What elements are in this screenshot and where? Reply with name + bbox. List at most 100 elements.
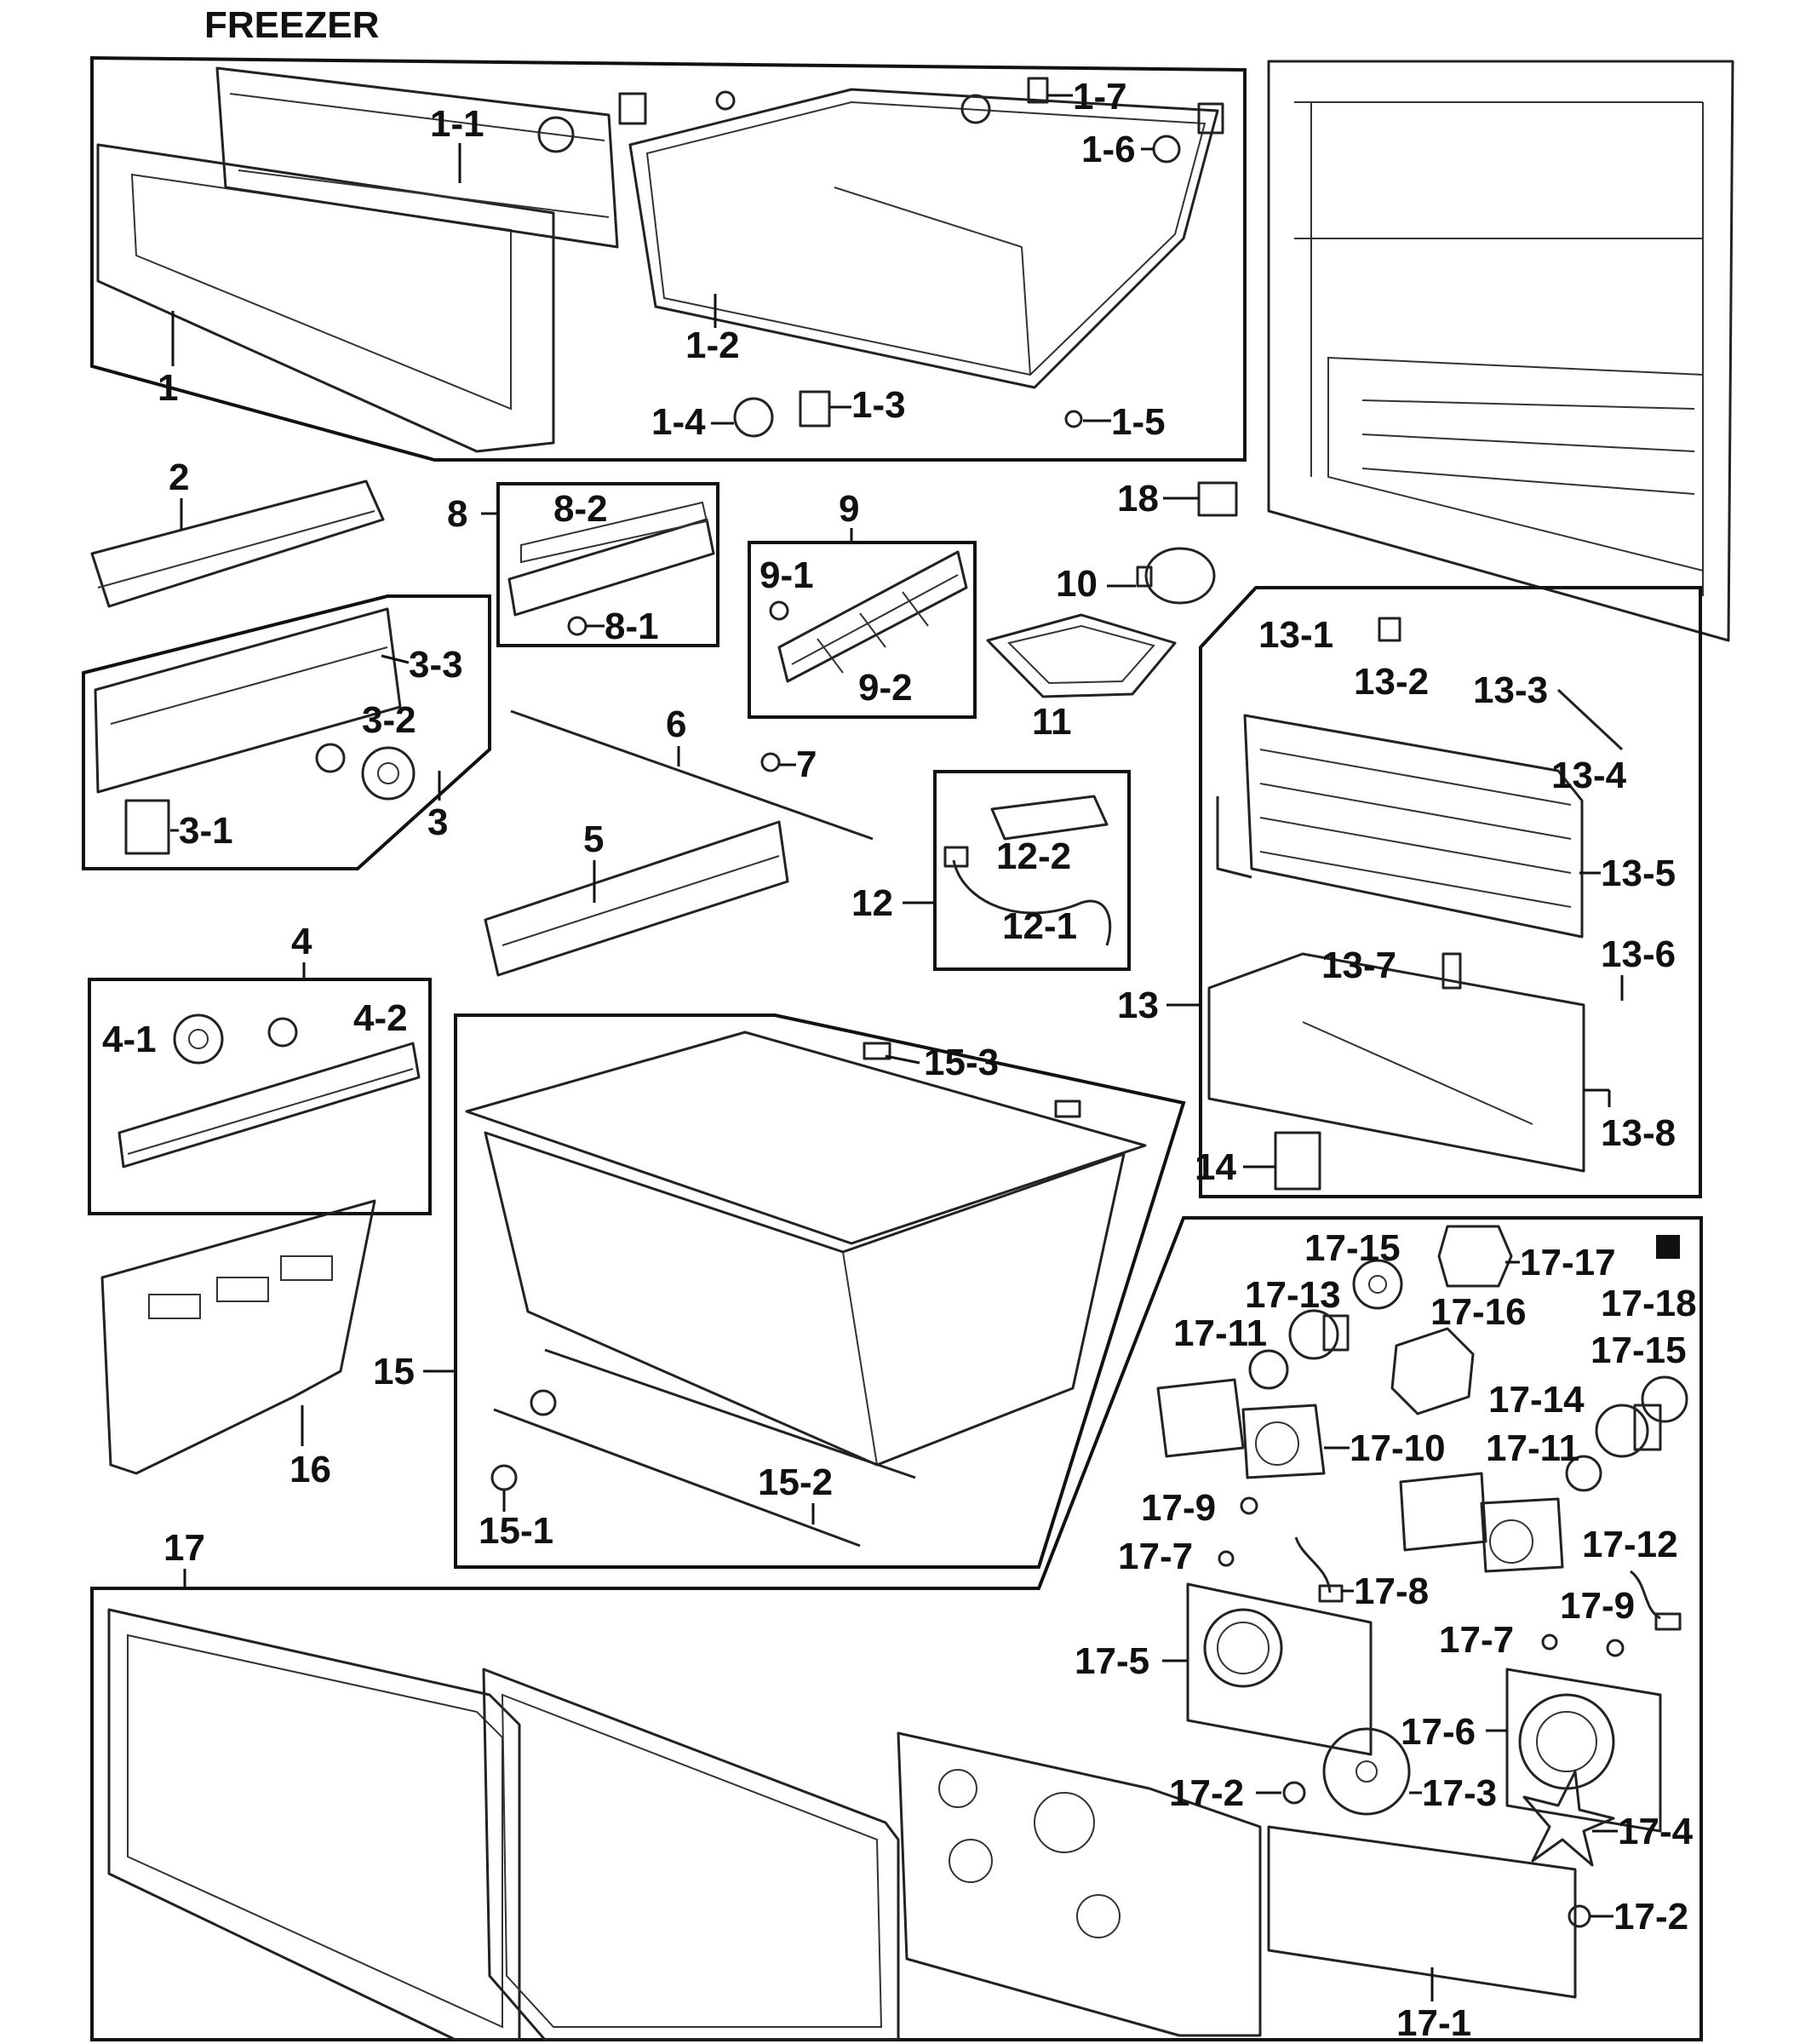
callout-17-15b: 17-15 — [1591, 1329, 1687, 1371]
callout-17-5: 17-5 — [1075, 1640, 1149, 1682]
part-7-screw: 7 — [760, 744, 817, 785]
square-block-icon — [1656, 1235, 1680, 1259]
callout-13: 13 — [1117, 985, 1159, 1026]
callout-9-2: 9-2 — [858, 667, 913, 709]
callout-3: 3 — [427, 801, 448, 843]
part-10-bulb: 10 — [1056, 547, 1216, 605]
group-15-box: 15-3 15 15-1 15-2 — [373, 1013, 1186, 1569]
callout-8-1: 8-1 — [605, 606, 659, 647]
stopper-icon — [1027, 77, 1049, 104]
gear-icon — [361, 746, 416, 801]
callout-13-8: 13-8 — [1601, 1112, 1676, 1154]
callout-3-1: 3-1 — [179, 810, 233, 852]
part-6-rod: 6 — [510, 703, 874, 841]
callout-13-2: 13-2 — [1354, 661, 1429, 703]
callout-1-1: 1-1 — [430, 103, 484, 145]
callout-18: 18 — [1117, 478, 1159, 520]
callout-17-4: 17-4 — [1618, 1811, 1694, 1852]
clip-icon — [618, 92, 647, 125]
callout-15-3: 15-3 — [924, 1042, 999, 1083]
callout-17-1: 17-1 — [1396, 2002, 1471, 2044]
callout-17-16: 17-16 — [1430, 1291, 1527, 1333]
callout-1-7: 1-7 — [1073, 76, 1127, 118]
callout-1-3: 1-3 — [851, 384, 906, 426]
callout-17-10: 17-10 — [1350, 1427, 1446, 1469]
freezer-cabinet — [1267, 60, 1734, 642]
callout-17-7a: 17-7 — [1118, 1536, 1193, 1577]
callout-17-2b: 17-2 — [1613, 1896, 1688, 1938]
callout-3-3: 3-3 — [409, 644, 463, 686]
callout-1: 1 — [158, 367, 178, 409]
roller-icon — [537, 116, 575, 153]
callout-17-18: 17-18 — [1601, 1283, 1697, 1324]
group-17-fan-box: 17-15 17-17 17-18 17-13 17-16 17-11 17-1… — [90, 1216, 1703, 2044]
callout-17-12: 17-12 — [1582, 1524, 1678, 1565]
clip-icon-2 — [799, 390, 831, 428]
damper-ring-icon — [1352, 1259, 1403, 1310]
part-11-lamp-cover: 11 — [986, 613, 1177, 743]
washer-icon — [315, 743, 346, 773]
screw-icon — [715, 90, 736, 111]
callout-17-11a: 17-11 — [1173, 1312, 1267, 1354]
wheel-icon — [960, 94, 991, 124]
fan-icon-2 — [1518, 1693, 1615, 1790]
callout-15-2: 15-2 — [758, 1461, 833, 1503]
bracket-icon — [1197, 102, 1224, 135]
gear-icon-4 — [173, 1013, 224, 1065]
callout-17-9b: 17-9 — [1560, 1585, 1635, 1627]
group-4-box: 4 4-1 4-2 — [88, 921, 432, 1215]
callout-17-17: 17-17 — [1520, 1242, 1616, 1283]
callout-3-2: 3-2 — [362, 699, 416, 741]
part-2-rail: 2 — [90, 456, 385, 608]
part-14-connector: 14 — [1195, 1131, 1321, 1191]
callout-4: 4 — [291, 921, 312, 962]
callout-15-1: 15-1 — [479, 1510, 553, 1552]
callout-17-11b: 17-11 — [1486, 1427, 1579, 1469]
callout-13-4: 13-4 — [1551, 755, 1627, 796]
callout-9: 9 — [839, 488, 859, 530]
callout-17-7b: 17-7 — [1439, 1619, 1514, 1661]
callout-4-1: 4-1 — [102, 1019, 157, 1060]
screw-icon-2 — [1064, 410, 1083, 428]
motor-icon — [1248, 1349, 1289, 1390]
callout-17-14: 17-14 — [1488, 1379, 1585, 1421]
washer-icon-4 — [267, 1017, 298, 1048]
callout-17-2a: 17-2 — [1169, 1772, 1244, 1814]
screw-icon-15a — [530, 1389, 557, 1416]
callout-17-6: 17-6 — [1401, 1711, 1476, 1753]
drawer-inner-frame — [215, 66, 619, 249]
callout-16: 16 — [289, 1449, 331, 1490]
callout-11: 11 — [1032, 701, 1072, 743]
callout-14: 14 — [1195, 1146, 1236, 1188]
group-1-drawer-box: 1 1-1 1-2 1-3 1-4 1-5 1-6 1-7 — [90, 55, 1247, 462]
callout-17-15a: 17-15 — [1304, 1227, 1401, 1269]
callout-13-5: 13-5 — [1601, 853, 1676, 894]
callout-12-1: 12-1 — [1002, 905, 1077, 947]
callout-13-1: 13-1 — [1258, 614, 1333, 656]
callout-17-8: 17-8 — [1354, 1570, 1429, 1612]
callout-7: 7 — [796, 744, 817, 785]
callout-4-2: 4-2 — [353, 997, 408, 1039]
callout-17-3: 17-3 — [1422, 1772, 1497, 1814]
group-12-box: 12-2 12-1 12 — [851, 770, 1131, 971]
callout-1-5: 1-5 — [1111, 401, 1166, 443]
diagram-title: FREEZER — [204, 4, 379, 46]
part-16-divider: 16 — [100, 1199, 376, 1490]
callout-10: 10 — [1056, 563, 1098, 605]
callout-6: 6 — [666, 703, 686, 745]
group-3-box: 3-3 3-2 3-1 3 — [82, 594, 491, 870]
screw-icon-8 — [567, 616, 587, 636]
cap-icon-3 — [124, 799, 170, 855]
roller-icon-2 — [733, 397, 774, 438]
callout-8: 8 — [447, 493, 467, 535]
impeller-icon — [1322, 1727, 1411, 1816]
part-18-switch: 18 — [1117, 478, 1238, 520]
callout-1-4: 1-4 — [651, 401, 706, 443]
callout-1-2: 1-2 — [685, 324, 740, 366]
callout-12-2: 12-2 — [996, 835, 1071, 877]
callout-15: 15 — [373, 1351, 415, 1392]
group-9-box: 9 9-1 9-2 — [748, 488, 977, 719]
cap-icon — [1152, 135, 1181, 164]
callout-5: 5 — [583, 818, 604, 860]
